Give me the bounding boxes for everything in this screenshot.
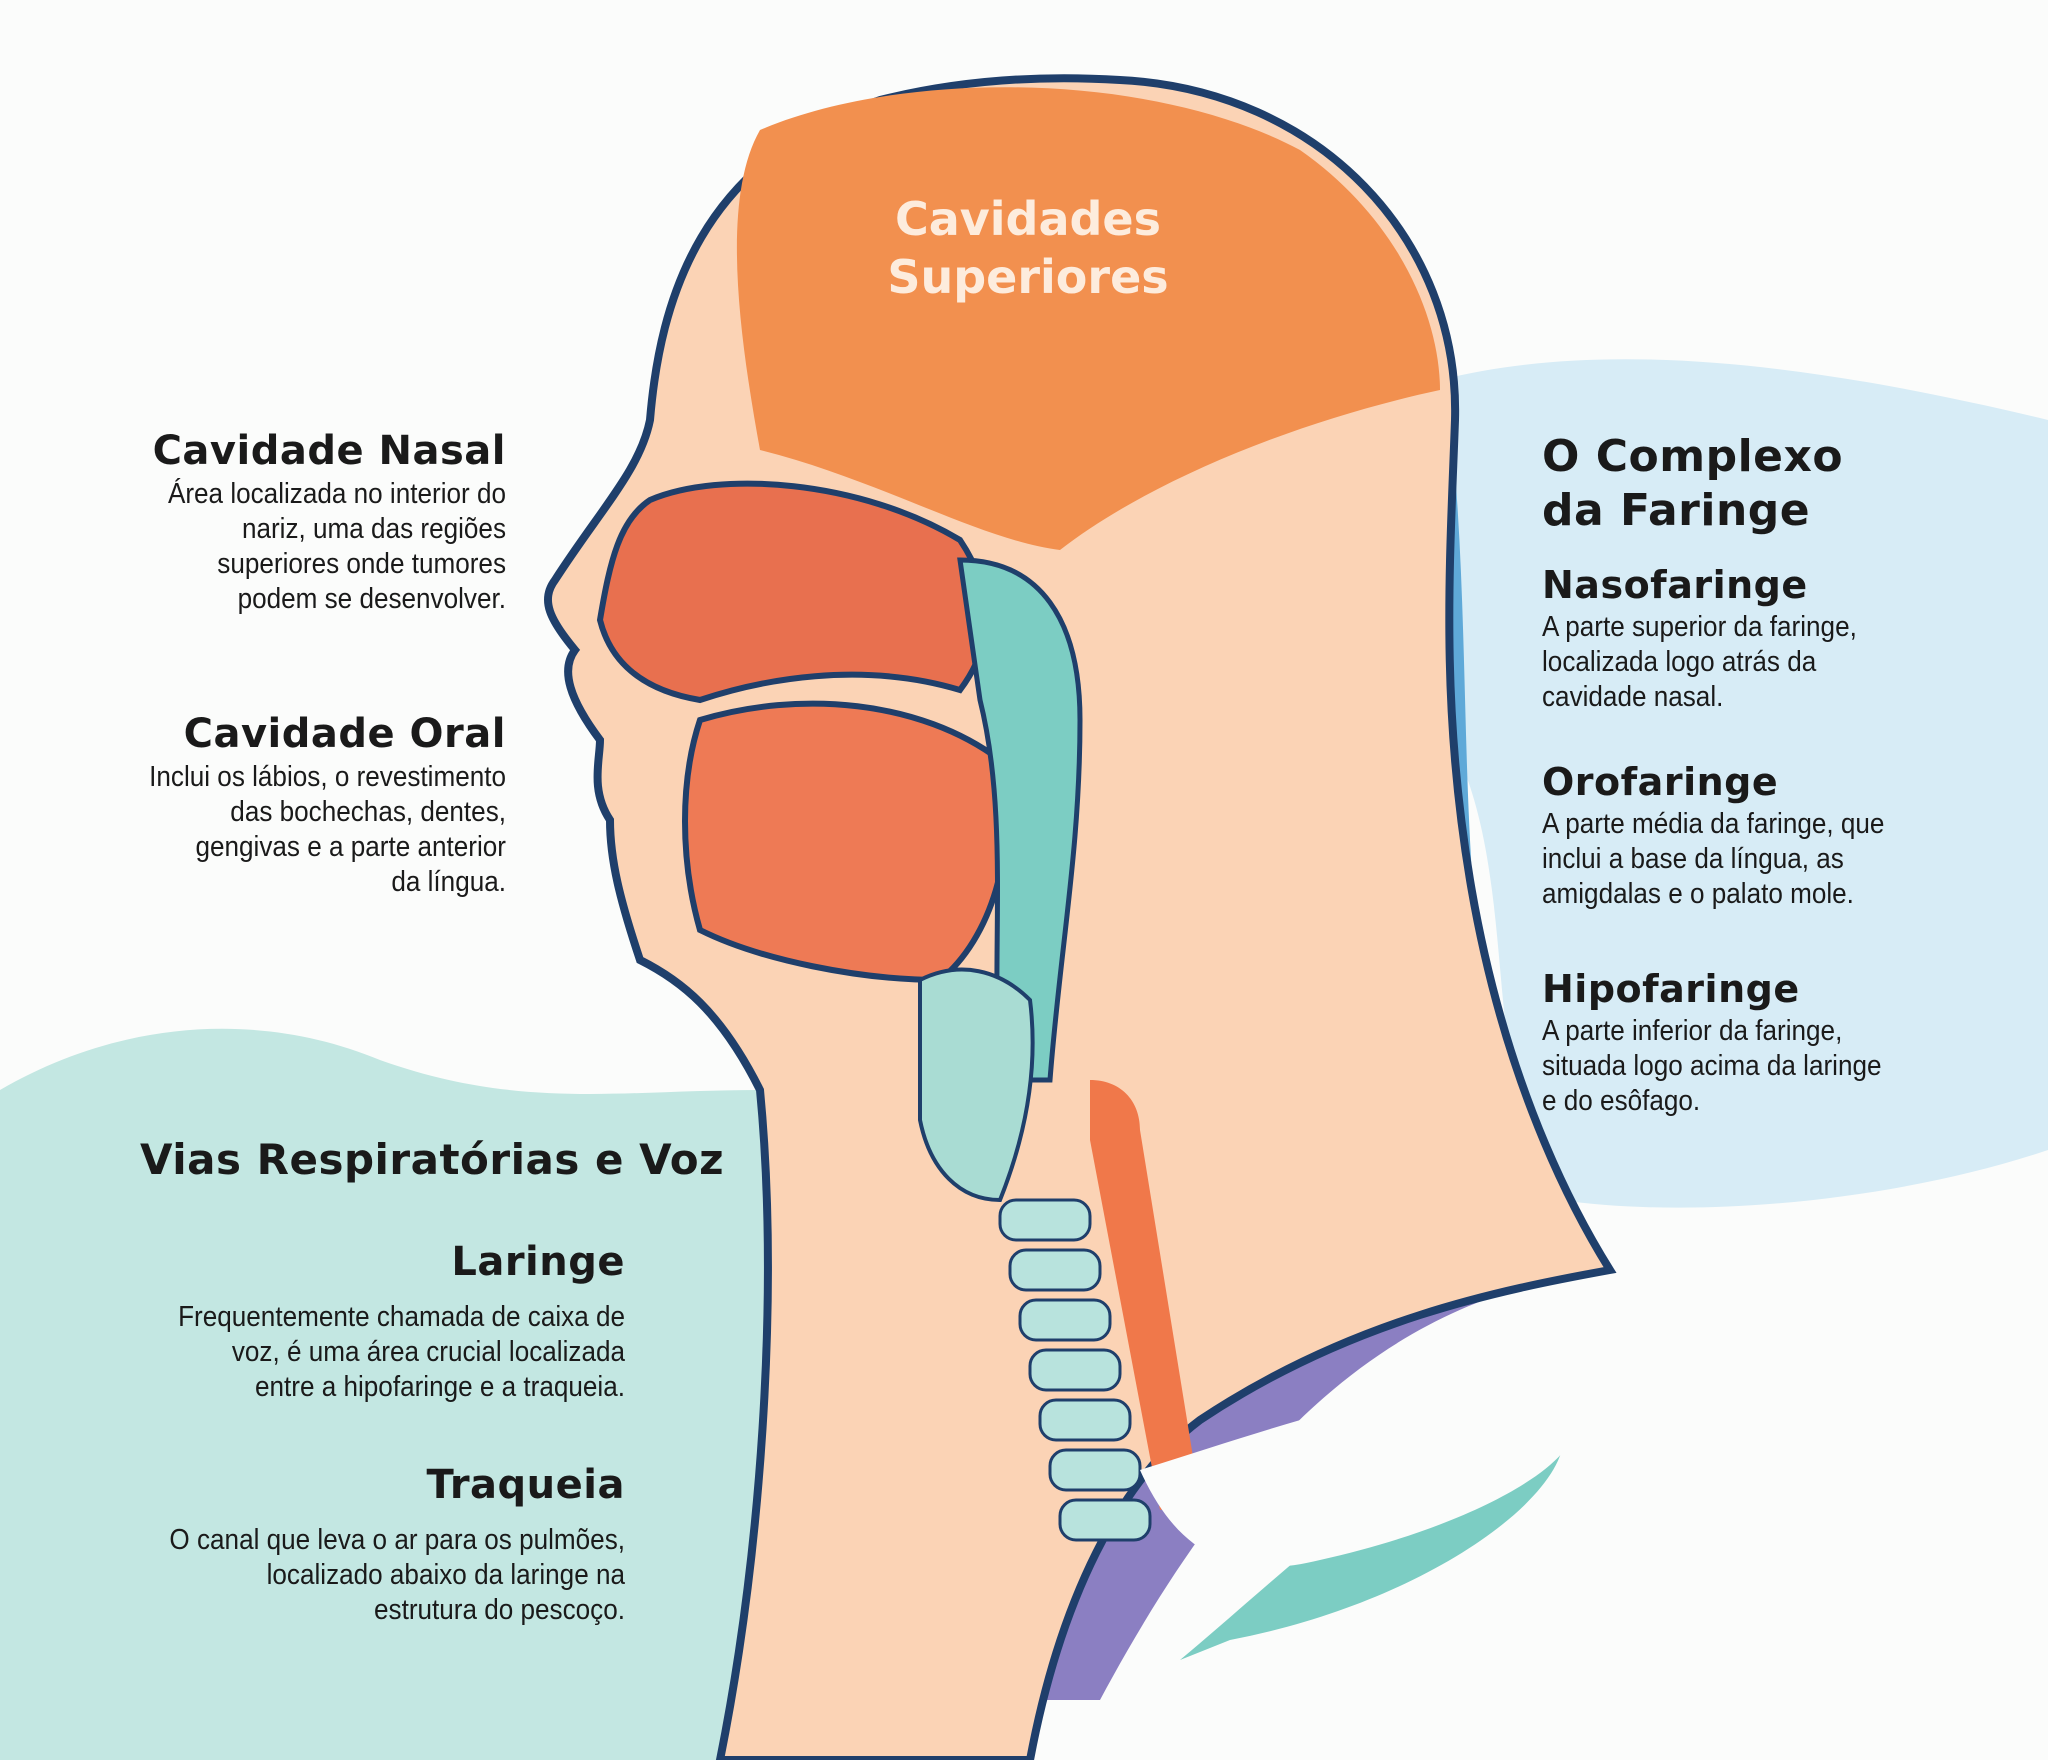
nasopharynx-line: cavidade nasal. bbox=[1542, 681, 1724, 713]
collar-white bbox=[1140, 1386, 1576, 1568]
nasal-line: podem se desenvolver. bbox=[237, 583, 506, 615]
center-label-line2: Superiores bbox=[887, 250, 1169, 304]
nasal-cavity-title: Cavidade Nasal bbox=[152, 428, 506, 474]
trachea-line: estrutura do pescoço. bbox=[373, 1594, 625, 1626]
oral-cavity bbox=[682, 700, 1010, 984]
nasal-line: superiores onde tumores bbox=[217, 548, 506, 580]
oropharynx-line: amigdalas e o palato mole. bbox=[1542, 878, 1854, 910]
trachea-title: Traqueia bbox=[426, 1462, 625, 1508]
oropharynx-block: Orofaringe A parte média da faringe, que… bbox=[1542, 757, 2022, 912]
nasopharynx-line: localizada logo atrás da bbox=[1542, 646, 1817, 678]
oral-cavity-title: Cavidade Oral bbox=[183, 711, 506, 757]
larynx-line: Frequentemente chamada de caixa de bbox=[178, 1301, 625, 1333]
oropharynx-line: A parte média da faringe, que bbox=[1542, 808, 1885, 840]
oral-line: da língua. bbox=[391, 866, 506, 898]
nasal-cavity bbox=[596, 480, 990, 704]
trachea-line: localizado abaixo da laringe na bbox=[266, 1559, 625, 1591]
nasopharynx-title: Nasofaringe bbox=[1542, 563, 1808, 607]
pharynx-teal bbox=[957, 557, 1083, 1083]
teal-background-blob bbox=[0, 1028, 790, 1760]
hypopharynx-line: e do esôfago. bbox=[1542, 1085, 1701, 1117]
skull-orange bbox=[736, 87, 1440, 550]
pharynx-heading-line1: O Complexo bbox=[1542, 431, 1844, 482]
oropharynx-title: Orofaringe bbox=[1542, 760, 1779, 804]
larynx-title: Laringe bbox=[451, 1239, 625, 1285]
nasal-line: nariz, uma das regiões bbox=[241, 513, 506, 545]
hypopharynx-block: Hipofaringe A parte inferior da faringe,… bbox=[1542, 964, 2022, 1119]
larynx-line: voz, é uma área crucial localizada bbox=[231, 1336, 625, 1368]
pharynx-section: O Complexo da Faringe Nasofaringe A part… bbox=[1542, 430, 2022, 1119]
oral-line: gengivas e a parte anterior bbox=[195, 831, 507, 863]
center-label: Cavidades Superiores bbox=[828, 190, 1228, 306]
nasopharynx-line: A parte superior da faringe, bbox=[1542, 611, 1857, 643]
nasopharynx-block: Nasofaringe A parte superior da faringe,… bbox=[1542, 560, 2022, 715]
nasal-line: Área localizada no interior do bbox=[167, 478, 506, 510]
hypopharynx-line: A parte inferior da faringe, bbox=[1542, 1015, 1843, 1047]
esophagus bbox=[1090, 1080, 1200, 1510]
larynx bbox=[918, 967, 1035, 1203]
oral-line: das bochechas, dentes, bbox=[230, 796, 506, 828]
hypopharynx-line: situada logo acima da laringe bbox=[1542, 1050, 1882, 1082]
trachea-line: O canal que leva o ar para os pulmões, bbox=[169, 1524, 625, 1556]
pharynx-heading-line2: da Faringe bbox=[1542, 485, 1811, 536]
airways-heading: Vias Respiratórias e Voz bbox=[140, 1135, 725, 1184]
nasal-cavity-block: Cavidade Nasal Área localizada no interi… bbox=[6, 425, 506, 617]
trachea-block: Traqueia O canal que leva o ar para os p… bbox=[65, 1455, 625, 1628]
center-label-line1: Cavidades bbox=[894, 192, 1162, 246]
hypopharynx-title: Hipofaringe bbox=[1542, 967, 1800, 1011]
oropharynx-line: inclui a base da língua, as bbox=[1542, 843, 1844, 875]
larynx-block: Laringe Frequentemente chamada de caixa … bbox=[65, 1232, 625, 1405]
oral-cavity-block: Cavidade Oral Inclui os lábios, o revest… bbox=[6, 708, 506, 900]
oral-line: Inclui os lábios, o revestimento bbox=[149, 761, 506, 793]
larynx-line: entre a hipofaringe e a traqueia. bbox=[254, 1371, 625, 1403]
trachea bbox=[998, 1198, 1152, 1542]
blue-background-blob bbox=[1413, 359, 2048, 1208]
